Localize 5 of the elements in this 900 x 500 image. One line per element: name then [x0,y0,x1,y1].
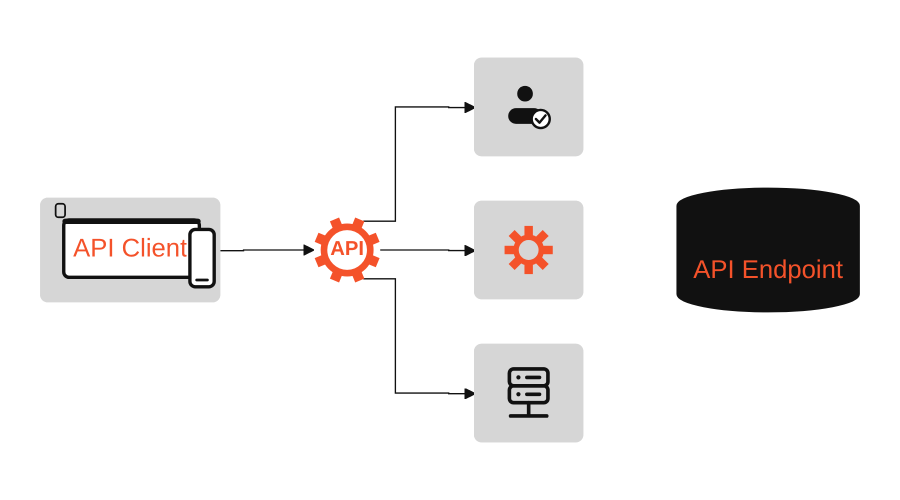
node-circle: API [320,224,374,276]
arrow [363,278,476,400]
arrow [220,244,315,256]
arrow [363,102,476,222]
arrow [380,244,476,257]
